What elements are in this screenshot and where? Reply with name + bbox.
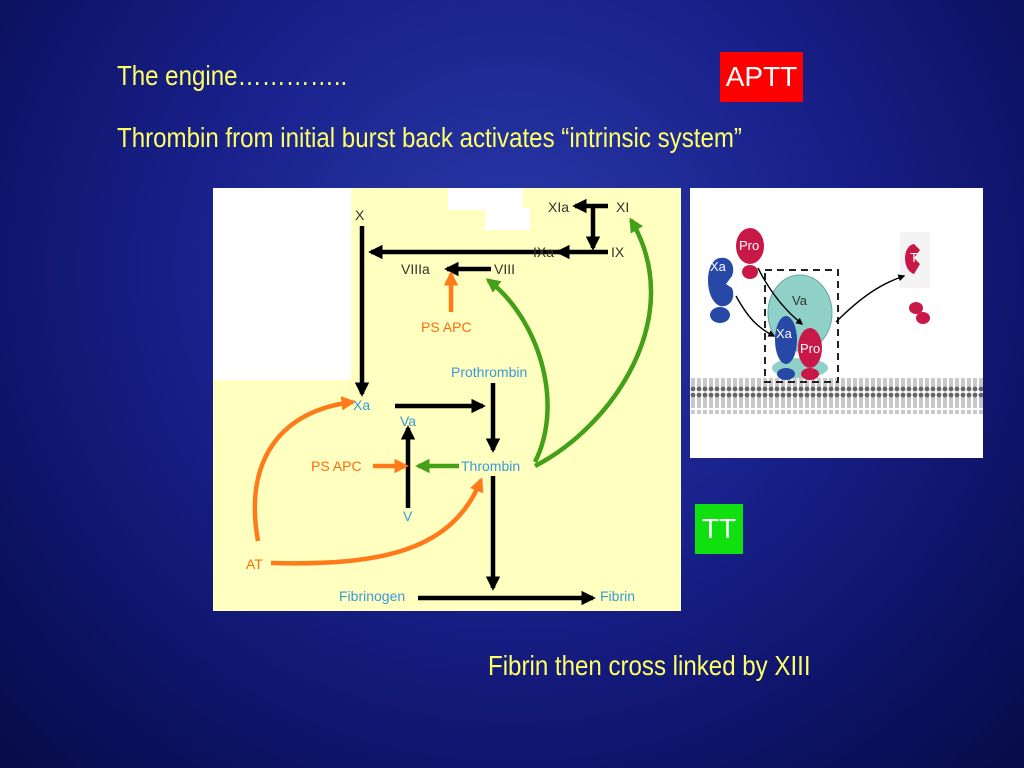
white-mask xyxy=(448,188,523,210)
pro-free-shape xyxy=(736,228,764,264)
arrow-at-to-xa xyxy=(252,396,356,542)
label-viiia: VIIIa xyxy=(401,261,430,277)
pro-bound-domain xyxy=(801,368,819,380)
label-ps-apc-top: PS APC xyxy=(421,319,472,335)
complex-box xyxy=(764,269,839,383)
slide-subtitle: Thrombin from initial burst back activat… xyxy=(117,122,742,153)
label-viii: VIII xyxy=(494,261,515,277)
coagulation-cascade-diagram: X XIa XI IXa IX VIIIa VIII Prothrombin X… xyxy=(213,188,681,611)
label-va: Va xyxy=(792,293,808,308)
tt-badge: TT xyxy=(695,504,743,554)
arrow-thrombin-to-xi xyxy=(533,217,654,469)
label-pro-free: Pro xyxy=(739,238,759,253)
xa-bound-domain xyxy=(777,368,795,380)
arrow-pro-to-complex xyxy=(757,267,804,325)
label-at: AT xyxy=(246,556,263,572)
label-thrombin: Thrombin xyxy=(461,458,520,474)
complex-panel xyxy=(690,188,983,458)
prothrombinase-complex-illustration: Xa Pro Va Xa Pro T xyxy=(690,188,983,458)
xa-bound-shape xyxy=(775,316,797,364)
label-xia: XIa xyxy=(548,199,569,215)
label-xi: XI xyxy=(616,199,629,215)
label-fibrinogen: Fibrinogen xyxy=(339,588,405,604)
aptt-badge: APTT xyxy=(720,52,803,102)
label-ixa: IXa xyxy=(533,244,554,260)
pro-free-domain xyxy=(742,265,758,279)
slide-title: The engine………….. xyxy=(117,60,348,91)
arrow-at-to-thrombin xyxy=(270,477,484,566)
white-mask xyxy=(485,208,530,230)
label-xa: Xa xyxy=(353,397,370,413)
arrow-xa-to-complex xyxy=(735,295,776,337)
footer-text: Fibrin then cross linked by XIII xyxy=(488,650,811,681)
white-mask xyxy=(213,188,351,380)
label-fibrin: Fibrin xyxy=(600,588,635,604)
arrow-complex-to-thrombin xyxy=(835,274,906,323)
label-ix: IX xyxy=(611,244,625,260)
label-ps-apc-mid: PS APC xyxy=(311,458,362,474)
label-prothrombin: Prothrombin xyxy=(451,364,527,380)
arrow-thrombin-to-viii xyxy=(485,278,550,464)
label-xa-bound: Xa xyxy=(776,326,793,341)
xa-free-shape xyxy=(708,257,734,307)
xa-free-domain xyxy=(710,307,730,323)
label-xa-free: Xa xyxy=(710,259,727,274)
pro-bound-shape xyxy=(798,328,822,368)
fragment-shape xyxy=(909,302,923,314)
phospholipid-membrane xyxy=(690,378,983,414)
t-free-shape xyxy=(905,244,920,274)
label-t-free: T xyxy=(910,250,918,265)
label-pro-bound: Pro xyxy=(800,341,820,356)
fragment-shape xyxy=(916,312,930,324)
label-x: X xyxy=(355,207,365,223)
label-va: Va xyxy=(400,413,416,429)
label-v: V xyxy=(403,508,413,524)
